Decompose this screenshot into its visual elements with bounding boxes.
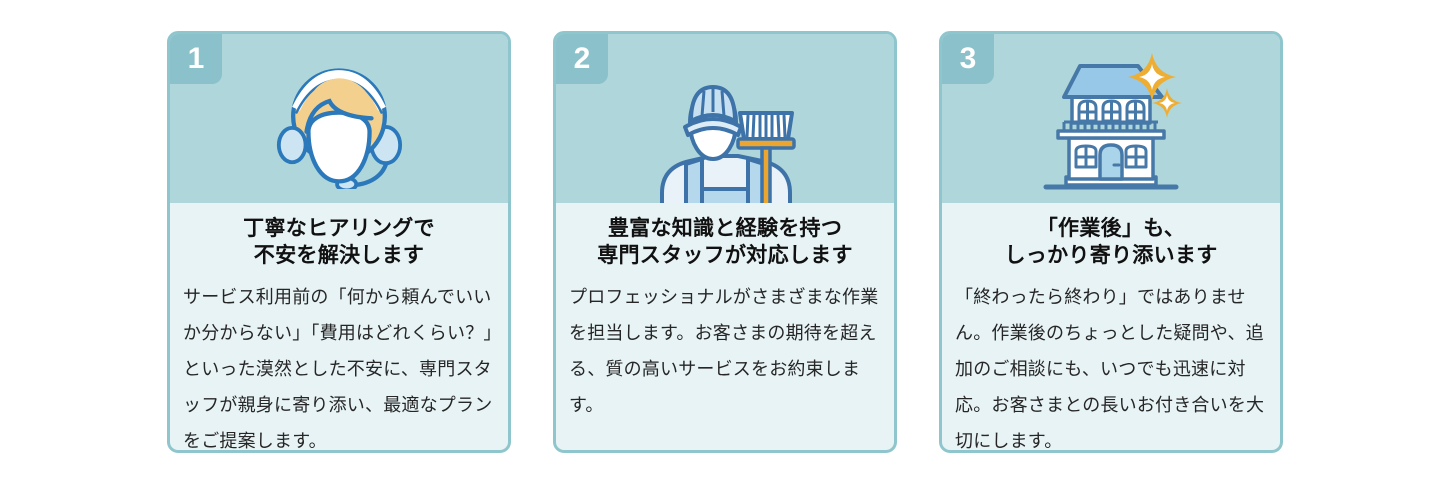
feature-card-3: 3: [939, 31, 1283, 453]
feature-card-2: 2 豊富な知識と経験を持つ 専門スタッフが対応します プロフェッショナルがさまざ…: [553, 31, 897, 453]
card-description: プロフェッショナルがさまざまな作業を担当します。お客さまの期待を超える、質の高い…: [569, 286, 879, 415]
feature-card-1: 1 丁寧なヒアリングで 不安を解決します サービス利用前の「何から頼んでいいか分…: [167, 31, 511, 453]
step-number-badge: 1: [170, 34, 222, 84]
card-title: 豊富な知識と経験を持つ 専門スタッフが対応します: [597, 217, 853, 268]
card-description: 「終わったら終わり」ではありません。作業後のちょっとした疑問や、追加のご相談にも…: [955, 286, 1265, 451]
step-number: 3: [959, 42, 977, 75]
headset-operator-icon: [276, 68, 403, 189]
card-illustration-area: [942, 34, 1280, 203]
step-number-badge: 3: [942, 34, 994, 84]
sparkling-house-icon: [1043, 53, 1182, 190]
card-title: 丁寧なヒアリングで 不安を解決します: [243, 217, 435, 268]
card-description: サービス利用前の「何から頼んでいいか分からない」「費用はどれくらい？」といった漠…: [183, 286, 493, 451]
step-number: 2: [573, 42, 591, 75]
cleaning-staff-icon: [660, 85, 796, 203]
card-illustration-area: [170, 34, 508, 203]
card-illustration-area: [556, 34, 894, 203]
card-title: 「作業後」も、 しっかり寄り添います: [1004, 217, 1218, 268]
feature-cards-section: 1 丁寧なヒアリングで 不安を解決します サービス利用前の「何から頼んでいいか分…: [167, 31, 1283, 453]
card-text-area: 豊富な知識と経験を持つ 専門スタッフが対応します プロフェッショナルがさまざまな…: [556, 203, 894, 450]
step-number-badge: 2: [556, 34, 608, 84]
step-number: 1: [187, 42, 205, 75]
card-text-area: 「作業後」も、 しっかり寄り添います 「終わったら終わり」ではありません。作業後…: [942, 203, 1280, 451]
card-text-area: 丁寧なヒアリングで 不安を解決します サービス利用前の「何から頼んでいいか分から…: [170, 203, 508, 451]
